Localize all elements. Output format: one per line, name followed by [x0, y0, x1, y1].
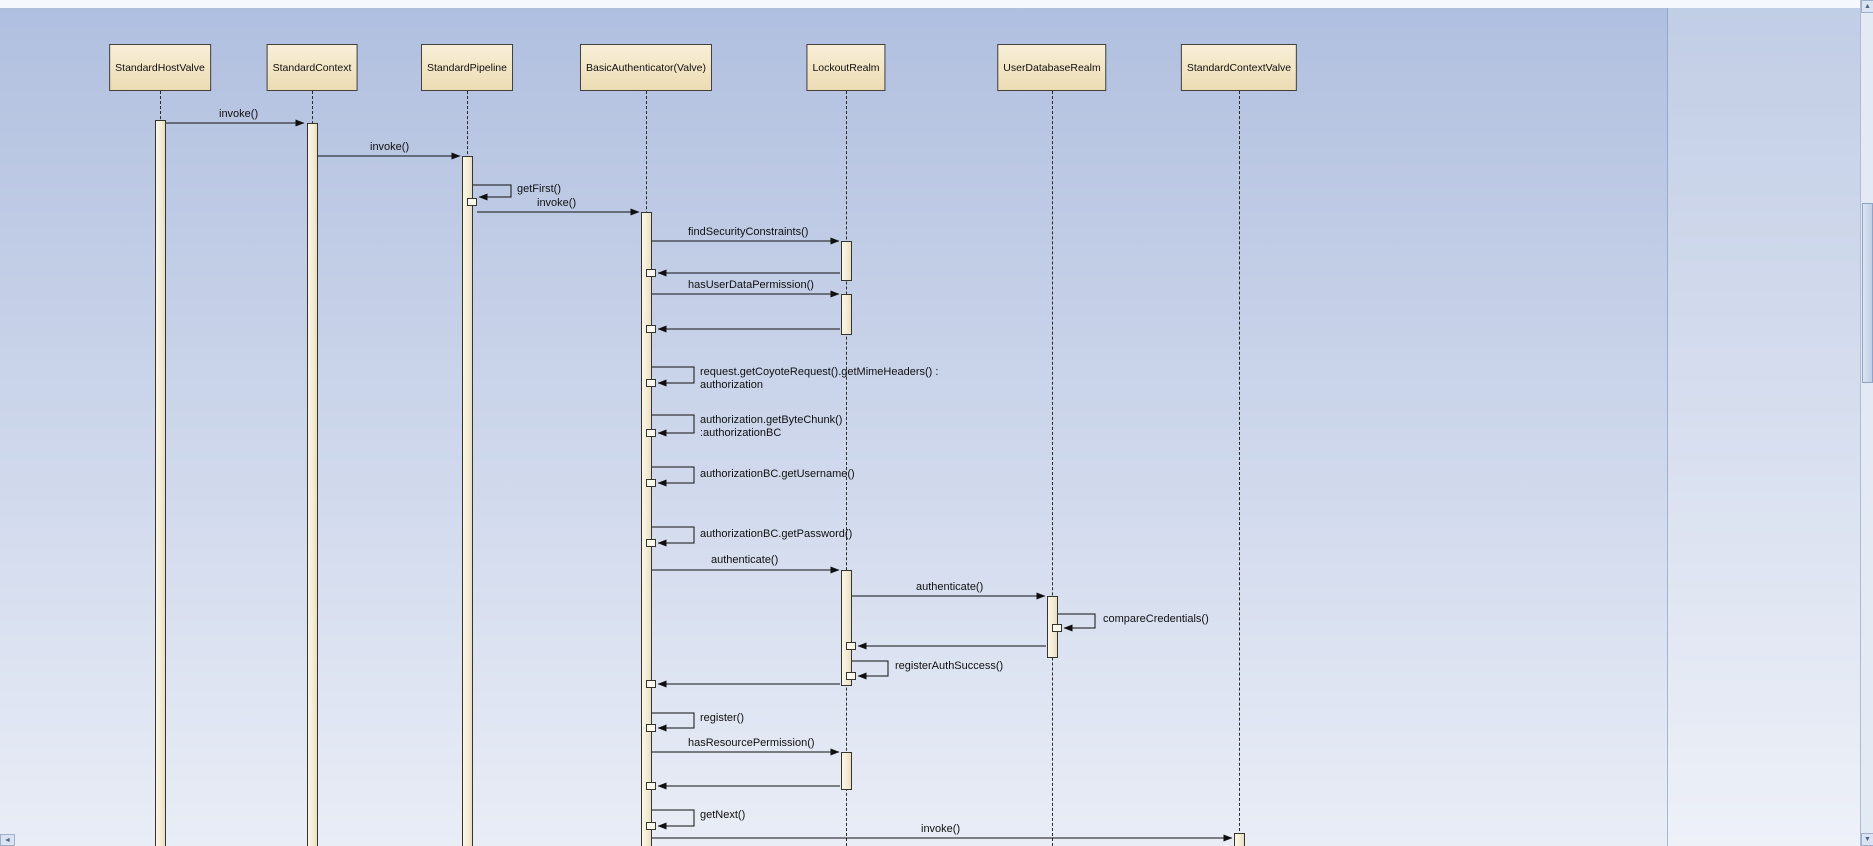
- message-arrow-get-mime-headers[interactable]: [652, 366, 695, 387]
- message-label-invoke-1[interactable]: invoke(): [219, 108, 259, 120]
- lifeline-lockout-realm[interactable]: [846, 91, 847, 846]
- activation-nub: [646, 325, 656, 333]
- activation-standard-pipeline[interactable]: [462, 156, 473, 846]
- activation-nub: [646, 782, 656, 790]
- activation-standard-host-valve[interactable]: [155, 120, 166, 846]
- activation-nub: [646, 822, 656, 830]
- activation-nub: [846, 672, 856, 680]
- participant-standard-context-valve[interactable]: StandardContextValve: [1180, 44, 1298, 91]
- message-label-authenticate-1[interactable]: authenticate(): [711, 554, 779, 566]
- participant-standard-context[interactable]: StandardContext: [266, 44, 358, 91]
- participant-standard-pipeline[interactable]: StandardPipeline: [421, 44, 513, 91]
- participant-label: LockoutRealm: [812, 61, 880, 74]
- message-arrow-get-password[interactable]: [652, 526, 695, 547]
- message-label-get-first[interactable]: getFirst(): [517, 183, 561, 195]
- scrollbar-up-button[interactable]: ▲: [1861, 0, 1873, 13]
- message-arrow-get-username[interactable]: [652, 466, 695, 487]
- activation-nub: [646, 539, 656, 547]
- page-break-line: [1667, 8, 1668, 846]
- message-label-register-auth-success[interactable]: registerAuthSuccess(): [895, 660, 1004, 672]
- activation-nub: [646, 479, 656, 487]
- participant-user-database-realm[interactable]: UserDatabaseRealm: [997, 44, 1107, 91]
- activation-nub: [1052, 624, 1062, 632]
- participant-label: StandardHostValve: [115, 61, 205, 74]
- message-label-invoke-4[interactable]: invoke(): [921, 823, 961, 835]
- message-label-has-user-data-permission[interactable]: hasUserDataPermission(): [688, 279, 814, 291]
- message-arrow-get-first[interactable]: [473, 184, 512, 201]
- canvas-top-edge: [0, 0, 1873, 8]
- message-label-invoke-3[interactable]: invoke(): [537, 197, 577, 209]
- scrollbar-down-button[interactable]: ▼: [1861, 833, 1873, 846]
- lifeline-standard-context-valve[interactable]: [1239, 91, 1240, 846]
- scrollbar-thumb[interactable]: [1862, 203, 1873, 383]
- activation-nub: [646, 429, 656, 437]
- participant-label: StandardPipeline: [427, 61, 507, 74]
- activation-nub: [646, 269, 656, 277]
- message-label-has-resource-permission[interactable]: hasResourcePermission(): [688, 737, 815, 749]
- activation-lockout-realm-3[interactable]: [841, 570, 852, 686]
- participant-basic-authenticator[interactable]: BasicAuthenticator(Valve): [579, 44, 713, 91]
- lifeline-user-database-realm[interactable]: [1052, 91, 1053, 846]
- message-label-get-byte-chunk[interactable]: authorization.getByteChunk() :authorizat…: [700, 414, 843, 439]
- message-label-invoke-2[interactable]: invoke(): [370, 141, 410, 153]
- participant-label: StandardContext: [272, 61, 352, 74]
- message-arrow-get-byte-chunk[interactable]: [652, 414, 695, 437]
- activation-standard-context[interactable]: [307, 123, 318, 846]
- participant-label: StandardContextValve: [1186, 61, 1292, 74]
- activation-nub: [646, 724, 656, 732]
- activation-lockout-realm-2[interactable]: [841, 294, 852, 335]
- up-arrow-icon: ▲: [1864, 3, 1871, 10]
- activation-lockout-realm-4[interactable]: [841, 752, 852, 790]
- left-arrow-icon: ◄: [4, 836, 11, 844]
- activation-basic-authenticator[interactable]: [641, 212, 652, 846]
- activation-nub: [646, 379, 656, 387]
- message-arrow-register-auth-success[interactable]: [852, 660, 889, 680]
- message-arrow-compare-credentials[interactable]: [1058, 613, 1096, 632]
- message-label-authenticate-2[interactable]: authenticate(): [916, 581, 984, 593]
- message-label-get-next[interactable]: getNext(): [700, 809, 746, 821]
- page-margin-area: [1668, 8, 1861, 846]
- activation-standard-context-valve[interactable]: [1234, 833, 1245, 846]
- message-label-get-password[interactable]: authorizationBC.getPassword(): [700, 528, 853, 540]
- participant-standard-host-valve[interactable]: StandardHostValve: [109, 44, 211, 91]
- participant-label: BasicAuthenticator(Valve): [585, 61, 707, 74]
- message-label-register[interactable]: register(): [700, 712, 745, 724]
- message-label-compare-credentials[interactable]: compareCredentials(): [1103, 613, 1209, 625]
- horizontal-scrollbar-left-button[interactable]: ◄: [0, 834, 15, 846]
- message-label-find-security-constraints[interactable]: findSecurityConstraints(): [688, 226, 809, 238]
- participant-lockout-realm[interactable]: LockoutRealm: [806, 44, 886, 91]
- message-arrow-register[interactable]: [652, 712, 695, 732]
- activation-nub: [467, 198, 477, 206]
- vertical-scrollbar[interactable]: ▲ ▼: [1860, 0, 1873, 846]
- activation-nub: [846, 642, 856, 650]
- message-label-get-mime-headers[interactable]: request.getCoyoteRequest().getMimeHeader…: [700, 366, 939, 391]
- message-arrow-get-next[interactable]: [652, 809, 695, 830]
- message-label-get-username[interactable]: authorizationBC.getUsername(): [700, 468, 855, 480]
- activation-lockout-realm-1[interactable]: [841, 241, 852, 281]
- participant-label: UserDatabaseRealm: [1003, 61, 1101, 74]
- activation-nub: [646, 680, 656, 688]
- down-arrow-icon: ▼: [1864, 836, 1871, 843]
